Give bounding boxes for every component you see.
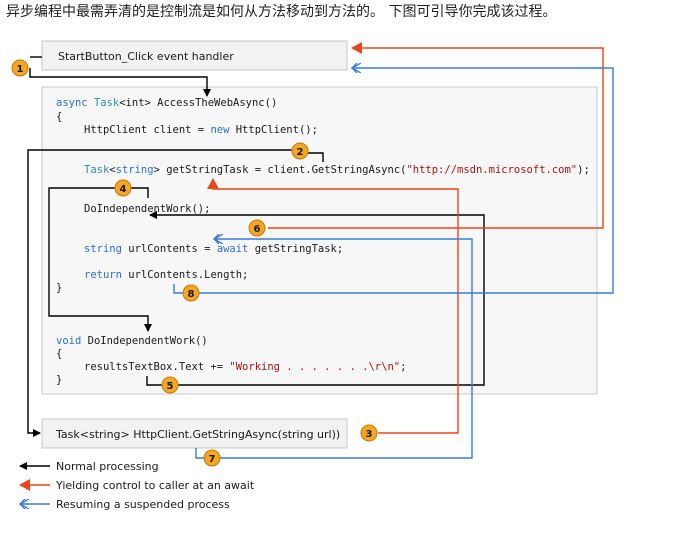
code-block: async Task<int> AccessTheWebAsync() { Ht… [56,97,590,386]
code-line-8: } [56,282,62,294]
get-string-async-box: Task<string> HttpClient.GetStringAsync(s… [41,418,348,449]
arrow-resume-7 [195,239,473,459]
get-string-async-label: Task<string> HttpClient.GetStringAsync(s… [55,428,340,441]
legend-yield: Yielding control to caller at an await [19,479,255,492]
legend-normal: Normal processing [19,460,159,473]
arrow-step-4 [48,187,152,332]
badge-7: 7 [203,449,221,467]
step-badges: 1 2 3 4 5 6 7 8 [11,59,378,467]
normal-flow-arrows [27,56,485,437]
code-line-6: string urlContents = await getStringTask… [84,243,343,255]
arrow-step-2-3 [27,149,300,437]
svg-text:Resuming a suspended process: Resuming a suspended process [56,498,230,511]
badge-1: 1 [11,59,29,77]
arrow-yield-6 [268,42,604,229]
code-line-10: { [56,348,62,360]
code-line-3: HttpClient client = new HttpClient(); [84,124,318,136]
arrow-resume-8 [173,68,614,294]
code-panel [41,86,598,395]
badge-8: 8 [182,284,200,302]
badge-6: 6 [248,219,266,237]
arrow-step-5 [146,211,485,386]
badge-3: 3 [360,424,378,442]
svg-text:6: 6 [254,224,261,235]
code-line-11: resultsTextBox.Text += "Working . . . . … [84,361,406,373]
svg-text:8: 8 [188,289,195,300]
badge-2: 2 [291,142,309,160]
svg-text:3: 3 [366,429,373,440]
legend-resume: Resuming a suspended process [20,498,230,511]
arrow-step-1 [29,68,211,97]
svg-text:4: 4 [120,184,127,195]
legend: Normal processing Yielding control to ca… [19,460,255,511]
click-handler-box: StartButton_Click event handler [41,40,348,71]
svg-text:2: 2 [297,147,304,158]
badge-5: 5 [161,376,179,394]
intro-text: 异步编程中最需弄清的是控制流是如何从方法移动到方法的。 下图可引导你完成该过程。 [6,4,557,20]
svg-text:5: 5 [167,381,174,392]
badge-4: 4 [114,179,132,197]
click-handler-label: StartButton_Click event handler [58,50,234,63]
code-line-2: { [56,111,62,123]
code-line-12: } [56,374,62,386]
arrow-yield-3 [207,178,459,434]
svg-text:1: 1 [17,64,24,75]
svg-text:Yielding control to caller at: Yielding control to caller at an await [55,479,255,492]
yield-flow-arrows [207,42,604,434]
code-line-4: Task<string> getStringTask = client.GetS… [84,164,590,176]
code-line-1: async Task<int> AccessTheWebAsync() [56,97,277,109]
code-line-5: DoIndependentWork(); [84,203,210,215]
code-line-9: void DoIndependentWork() [56,335,208,347]
code-line-7: return urlContents.Length; [84,269,248,281]
svg-text:Normal processing: Normal processing [56,460,159,473]
svg-text:7: 7 [209,454,216,465]
resume-flow-arrows [173,68,614,459]
